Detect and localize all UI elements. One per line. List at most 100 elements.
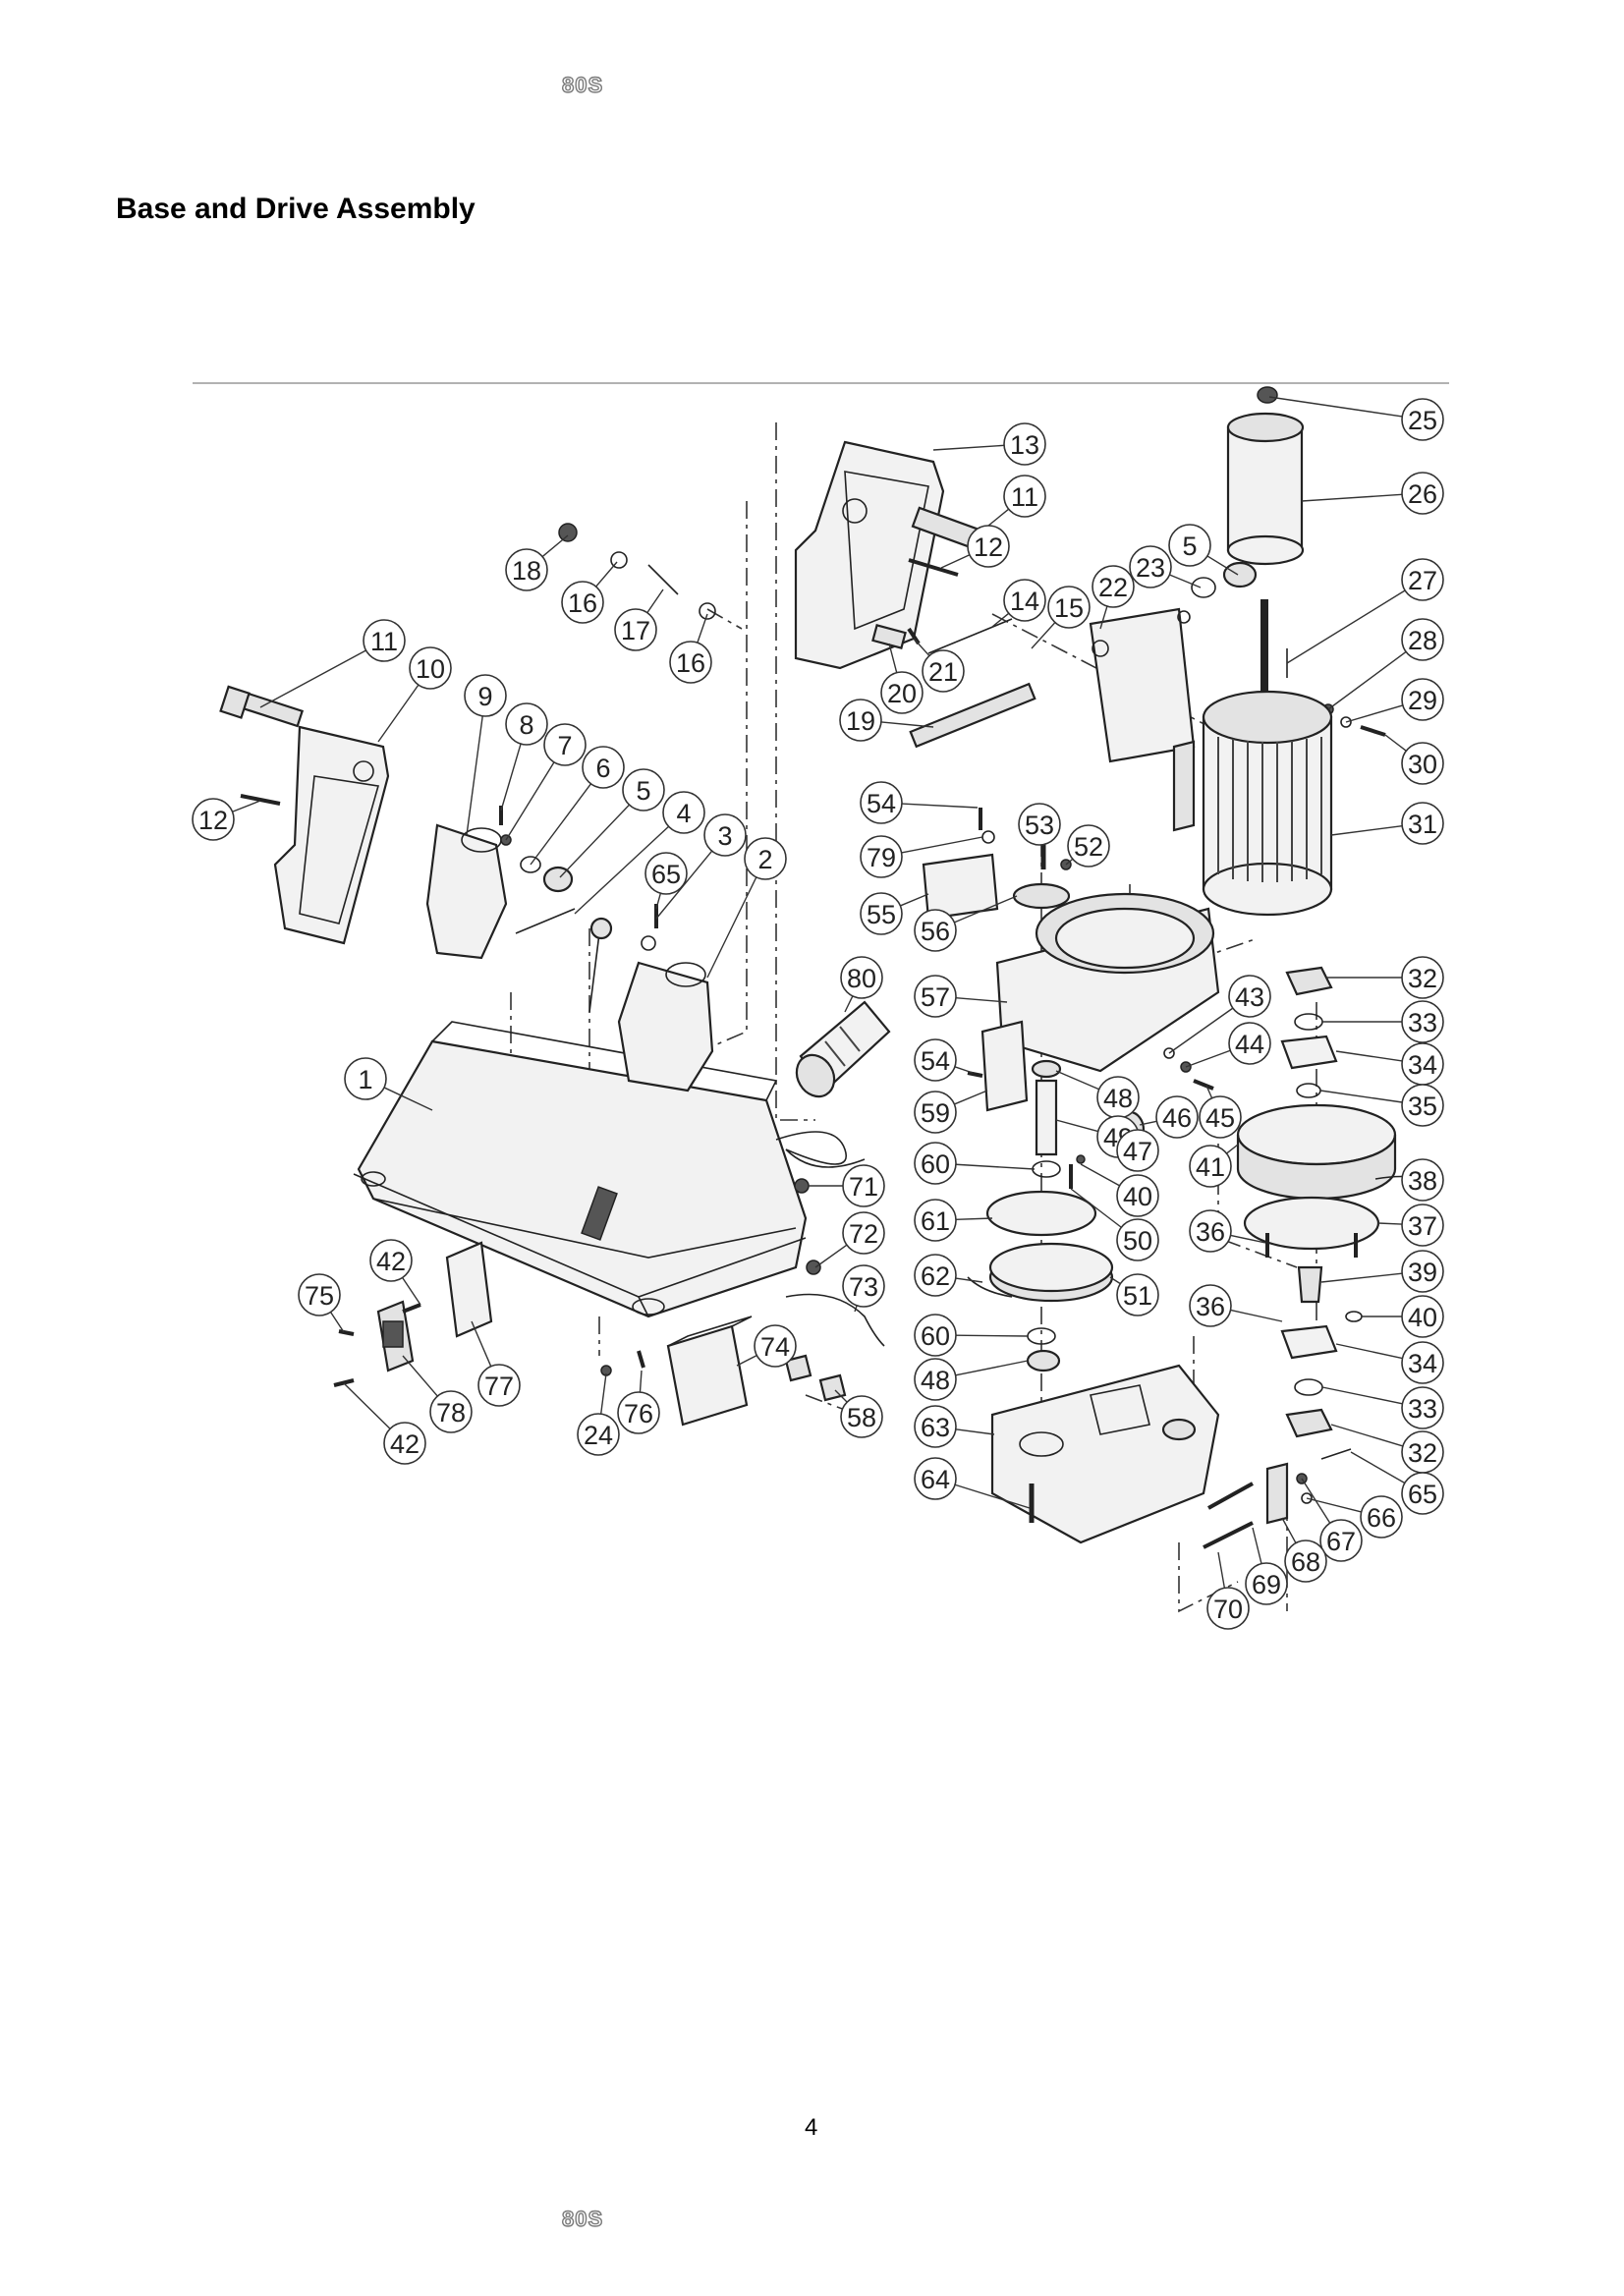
callout-circle bbox=[1401, 1000, 1444, 1043]
callout-number: 17 bbox=[621, 616, 650, 645]
callout-number: 32 bbox=[1408, 964, 1437, 993]
callout-36: 36 bbox=[1189, 1284, 1283, 1327]
callout-62: 62 bbox=[914, 1254, 983, 1297]
callout-number: 57 bbox=[921, 982, 950, 1012]
callout-leader-line bbox=[697, 613, 708, 644]
callout-number: 36 bbox=[1196, 1217, 1225, 1247]
callout-number: 52 bbox=[1074, 832, 1103, 862]
callout-2: 2 bbox=[706, 837, 787, 979]
callout-14: 14 bbox=[991, 579, 1046, 628]
callout-circle bbox=[1401, 1204, 1444, 1247]
callout-leader-line bbox=[402, 1355, 438, 1397]
callout-circle bbox=[344, 1057, 387, 1100]
callout-number: 33 bbox=[1408, 1008, 1437, 1037]
callout-number: 80 bbox=[847, 964, 876, 993]
callout-leader-line bbox=[505, 761, 555, 841]
callout-number: 10 bbox=[416, 654, 445, 684]
callout-9: 9 bbox=[464, 674, 507, 836]
callout-circle bbox=[409, 646, 452, 690]
callout-leader-line bbox=[639, 1370, 643, 1393]
callout-73: 73 bbox=[842, 1264, 885, 1313]
callout-leader-line bbox=[655, 893, 662, 910]
callout-leader-line bbox=[1185, 1049, 1231, 1068]
callout-leader-line bbox=[1252, 1527, 1262, 1564]
callout-circle bbox=[464, 674, 507, 717]
callout-circle bbox=[860, 781, 903, 824]
callout-35: 35 bbox=[1319, 1084, 1444, 1127]
callout-number: 71 bbox=[849, 1172, 878, 1202]
callout-40: 40 bbox=[1362, 1295, 1444, 1338]
callout-58: 58 bbox=[834, 1389, 883, 1438]
callout-number: 77 bbox=[484, 1372, 514, 1401]
callout-leader-line bbox=[900, 893, 929, 907]
callout-32: 32 bbox=[1326, 956, 1444, 999]
callout-circle bbox=[1003, 422, 1046, 466]
callout-17: 17 bbox=[614, 588, 664, 651]
callout-40: 40 bbox=[1080, 1163, 1159, 1217]
callout-circle bbox=[914, 1405, 957, 1448]
callout-leader-line bbox=[574, 825, 670, 915]
callout-leader-line bbox=[595, 561, 618, 588]
callout-53: 53 bbox=[1018, 803, 1061, 846]
callout-number: 67 bbox=[1326, 1527, 1356, 1556]
callout-number: 53 bbox=[1025, 811, 1054, 840]
callout-25: 25 bbox=[1268, 396, 1444, 441]
callout-75: 75 bbox=[298, 1273, 345, 1333]
callout-1: 1 bbox=[344, 1057, 433, 1111]
callout-leader-line bbox=[1230, 1309, 1283, 1322]
callout-number: 48 bbox=[921, 1366, 950, 1395]
callout-number: 34 bbox=[1408, 1050, 1437, 1080]
callout-number: 42 bbox=[376, 1247, 406, 1276]
callout-circle bbox=[1116, 1129, 1159, 1172]
callout-circle bbox=[1018, 803, 1061, 846]
callout-number: 72 bbox=[849, 1219, 878, 1249]
callout-circle bbox=[1401, 802, 1444, 845]
callout-number: 65 bbox=[1408, 1480, 1437, 1509]
callout-number: 61 bbox=[921, 1206, 950, 1236]
callout-circle bbox=[922, 649, 965, 693]
callout-circle bbox=[914, 975, 957, 1018]
callout-circle bbox=[840, 1395, 883, 1438]
callout-11: 11 bbox=[259, 619, 406, 708]
callout-55: 55 bbox=[860, 892, 929, 935]
callout-leader-line bbox=[1109, 1276, 1121, 1285]
callout-79: 79 bbox=[860, 835, 983, 878]
callout-leader-line bbox=[1319, 1090, 1403, 1103]
callout-27: 27 bbox=[1286, 558, 1444, 664]
callout-leader-line bbox=[854, 1305, 858, 1313]
callout-circle bbox=[505, 702, 548, 746]
callout-circle bbox=[477, 1364, 521, 1407]
callout-circle bbox=[1401, 1158, 1444, 1202]
callout-leader-line bbox=[955, 997, 1008, 1003]
callout-48: 48 bbox=[914, 1358, 1029, 1401]
callout-leader-line bbox=[901, 836, 983, 854]
callout-number: 47 bbox=[1123, 1137, 1152, 1166]
callout-circle bbox=[622, 768, 665, 812]
callout-16: 16 bbox=[669, 613, 712, 684]
callout-number: 21 bbox=[928, 657, 958, 687]
callout-number: 63 bbox=[921, 1413, 950, 1442]
callout-number: 27 bbox=[1408, 566, 1437, 595]
callout-circle bbox=[1116, 1273, 1159, 1316]
callout-circle bbox=[383, 1422, 426, 1465]
callout-leader-line bbox=[1350, 1451, 1406, 1484]
callout-leader-line bbox=[1335, 1343, 1403, 1360]
callout-circle bbox=[1401, 1084, 1444, 1127]
callout-circle bbox=[1401, 742, 1444, 785]
callout-circle bbox=[842, 1211, 885, 1255]
callout-number: 32 bbox=[1408, 1438, 1437, 1468]
callout-circle bbox=[914, 909, 957, 952]
callout-circle bbox=[860, 835, 903, 878]
callout-circle bbox=[1401, 1295, 1444, 1338]
callout-number: 33 bbox=[1408, 1394, 1437, 1424]
callout-leader-line bbox=[1055, 1070, 1099, 1091]
callout-number: 75 bbox=[305, 1281, 334, 1311]
callout-leader-line bbox=[1345, 704, 1404, 723]
callout-number: 5 bbox=[1182, 532, 1197, 561]
callout-number: 26 bbox=[1408, 479, 1437, 509]
callout-number: 31 bbox=[1408, 810, 1437, 839]
callout-leader-line bbox=[954, 1484, 1031, 1509]
callout-circle bbox=[192, 798, 235, 841]
callout-number: 25 bbox=[1408, 406, 1437, 435]
callout-46: 46 bbox=[1139, 1095, 1199, 1139]
